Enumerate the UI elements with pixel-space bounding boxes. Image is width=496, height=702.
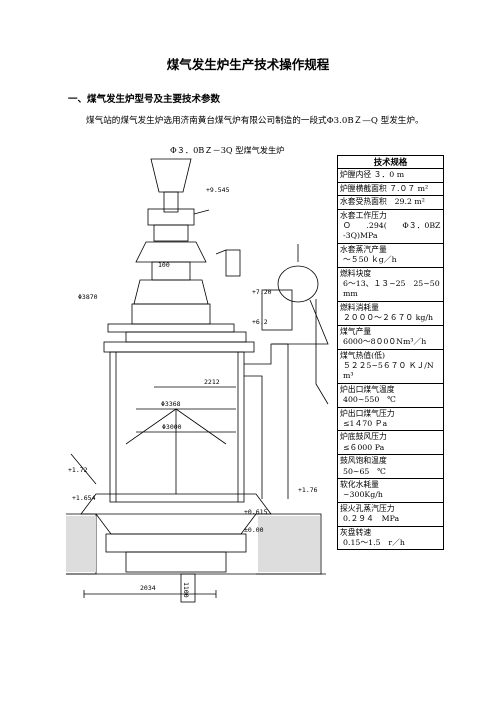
spec-row: 炉底鼓风压力≤６000 Pa xyxy=(337,430,444,456)
spec-label: 软化水耗量 xyxy=(340,479,379,489)
spec-label: 灰盘转速 xyxy=(340,527,372,537)
spec-label: 炉底鼓风压力 xyxy=(340,432,387,442)
dim-label: +1.654 xyxy=(72,494,96,502)
spec-value: 0.２９４ MPa xyxy=(343,514,400,524)
spec-row: 炉膛内径 ３．0 m xyxy=(337,168,444,183)
spec-label: 燃料块度 xyxy=(340,268,372,278)
spec-value: ≤1４70 Ｐa xyxy=(343,418,388,428)
spec-value: 0.15～1.5 r／h xyxy=(343,538,405,547)
spec-label: 水套工作压力 xyxy=(340,210,387,220)
spec-row: 炉膛横截面积 ７.０７ m² xyxy=(337,181,444,197)
spec-value: 50~65 ℃ xyxy=(343,466,386,476)
spec-header: 技术规格 xyxy=(337,154,444,170)
spec-label: 炉膛横截面积 ７.０７ m² xyxy=(340,183,429,193)
spec-table: 技术规格 炉膛内径 ３．0 m 炉膛横截面积 ７.０７ m² 水套受热面积 29… xyxy=(337,154,448,551)
spec-value: 6～13、１３~25 25~50 mm xyxy=(343,279,448,299)
spec-row: 软化水耗量~300Kg/h xyxy=(337,477,444,503)
dim-label: +7.20 xyxy=(252,288,272,296)
intro-paragraph: 煤气站的煤气发生炉选用济南黄台煤气炉有限公司制造的一段式Φ3.0BＺ—Q 型发生… xyxy=(86,116,424,126)
dim-label: 2034 xyxy=(140,584,156,592)
gasifier-drawing: +9.545 100 Φ3870 +7.20 +6.2 2212 Φ3368 Φ… xyxy=(66,158,329,603)
spec-label: 煤气产量 xyxy=(340,326,372,336)
spec-row: 水套蒸汽产量～５50 ｋg／h xyxy=(337,242,444,268)
spec-value: ２０００～２６７０ kg/h xyxy=(343,313,434,323)
spec-value: ~300Kg/h xyxy=(343,490,383,500)
dim-label: 100 xyxy=(158,261,170,269)
dim-label: +0.615 xyxy=(244,508,268,516)
dim-label: Φ3000 xyxy=(162,423,182,431)
spec-label: 燃料消耗量 xyxy=(340,302,379,312)
spec-label: 炉膛内径 ３．0 m xyxy=(340,170,405,180)
section-heading: 一、煤气发生炉型号及主要技术参数 xyxy=(68,94,221,105)
spec-label: 水套受热面积 29.2 m² xyxy=(340,197,425,207)
spec-row: 水套受热面积 29.2 m² xyxy=(337,195,444,210)
spec-value: 6000～8０0０Nm³／h xyxy=(343,337,427,347)
spec-label: 水套蒸汽产量 xyxy=(340,244,387,254)
spec-value: ５２２5~5６７０ ＫＪ/Nm³ xyxy=(343,360,434,381)
spec-value: ≤６000 Pa xyxy=(343,442,385,452)
dim-label: +9.545 xyxy=(206,186,230,194)
spec-label: 炉出口煤气压力 xyxy=(340,408,395,418)
spec-label: 炉出口煤气温度 xyxy=(340,384,395,394)
dim-label: +6.2 xyxy=(252,318,268,326)
spec-value: 400~550 ℃ xyxy=(343,395,396,405)
page-title: 煤气发生炉生产技术操作规程 xyxy=(166,57,330,72)
dim-label: Φ3870 xyxy=(78,293,98,301)
dim-label: +1.76 xyxy=(298,486,318,494)
spec-label: 鼓风饱和温度 xyxy=(340,456,387,466)
spec-value: Ｏ .294( Φ３．0BZ-3Q)MPa xyxy=(343,221,441,241)
spec-value: ～５50 ｋg／h xyxy=(343,255,397,265)
spec-row: 炉出口煤气压力≤1４70 Ｐa xyxy=(337,406,444,432)
spec-row: 煤气热值(低)５２２5~5６７０ ＫＪ/Nm³ xyxy=(337,348,444,384)
spec-label: 煤气热值(低) xyxy=(340,350,386,360)
spec-label: 探火孔蒸汽压力 xyxy=(340,503,395,513)
dim-label: ±0.00 xyxy=(244,526,264,534)
dim-label: 2212 xyxy=(204,378,220,386)
dim-label: 1100 xyxy=(182,582,190,598)
dim-label: Φ3368 xyxy=(161,400,181,408)
figure-caption: Φ３．0BＺ－3Q 型煤气发生炉 xyxy=(170,145,285,155)
dim-label: +1.72 xyxy=(68,466,88,474)
